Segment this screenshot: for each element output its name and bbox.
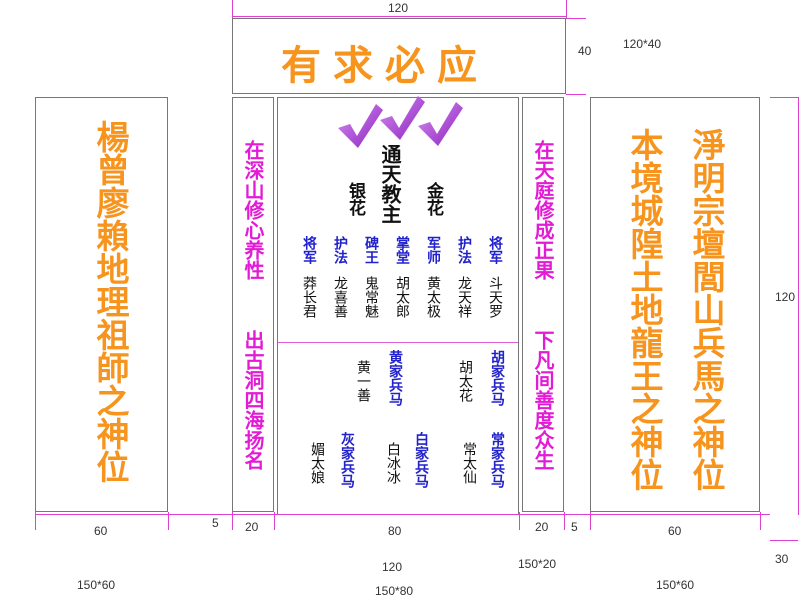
left-panel: 楊曾廖賴地理祖師之神位	[35, 97, 168, 512]
dim-right-width: 60	[668, 524, 682, 538]
upper-title: 掌堂	[394, 236, 410, 264]
center-right-of-main: 金花	[423, 182, 443, 216]
dim-left-width: 60	[94, 524, 108, 538]
dim-center-width: 80	[388, 524, 402, 538]
troop-label: 胡家兵马	[489, 350, 505, 406]
dim-couplet-size: 150*20	[518, 557, 557, 571]
troop-label: 白家兵马	[413, 432, 429, 488]
center-panel: 通天教主 银花 金花 将军莽长君护法龙喜善碑王鬼常魅掌堂胡太郎军师黄太极护法龙天…	[277, 97, 519, 515]
right-panel-col1: 淨明宗壇閭山兵馬之神位	[687, 128, 726, 491]
spirit-name: 黄一善	[355, 360, 371, 402]
dim-couplet-left-width: 20	[245, 520, 259, 534]
dim-tick	[566, 0, 567, 18]
dim-right-size: 150*60	[656, 578, 695, 592]
dim-couplet-right-width: 20	[535, 520, 549, 534]
dim-left-size: 150*60	[77, 578, 116, 592]
couplet-right-bottom: 下凡间善度众生	[531, 330, 555, 470]
dim-top-height: 40	[578, 44, 592, 58]
dim-line-right	[770, 97, 798, 98]
dim-top-width: 120	[388, 1, 409, 15]
dim-tick	[590, 512, 591, 530]
dim-right-bottom: 30	[775, 552, 789, 566]
dim-tick	[519, 512, 520, 530]
couplet-right-top: 在天庭修成正果	[531, 140, 555, 280]
upper-name: 龙喜善	[332, 276, 348, 318]
right-panel-col2: 本境城隍土地龍王之神位	[625, 128, 664, 491]
upper-name: 胡太郎	[394, 276, 410, 318]
upper-title: 将军	[301, 236, 317, 264]
dim-tick	[274, 512, 275, 530]
dim-tick	[760, 512, 761, 530]
center-divider	[278, 342, 518, 343]
troop-label: 黄家兵马	[387, 350, 403, 406]
dim-line-bottom	[35, 514, 770, 515]
dim-bottom-total: 120	[382, 560, 403, 574]
upper-name: 龙天祥	[456, 276, 472, 318]
dim-side-height: 120	[775, 290, 796, 304]
upper-title: 碑王	[363, 236, 379, 264]
couplet-left-top: 在深山修心养性	[241, 140, 265, 280]
dim-gap-left: 5	[212, 516, 219, 530]
left-panel-text: 楊曾廖賴地理祖師之神位	[91, 120, 130, 483]
upper-name: 黄太极	[425, 276, 441, 318]
dim-line-right-vert	[798, 97, 799, 515]
dim-line-right-bottom	[770, 540, 798, 541]
spirit-name: 常太仙	[461, 442, 477, 484]
upper-title: 护法	[456, 236, 472, 264]
spirit-name: 白冰冰	[385, 442, 401, 484]
dim-tick	[168, 512, 169, 530]
dim-tick	[232, 0, 233, 18]
dim-line-top-right	[566, 18, 586, 19]
dim-tick	[564, 512, 565, 530]
dim-line-title-bottom	[566, 94, 586, 95]
center-main: 通天教主	[378, 144, 402, 224]
upper-name: 莽长君	[301, 276, 317, 318]
spirit-name: 媚太娘	[309, 442, 325, 484]
upper-name: 斗天罗	[487, 276, 503, 318]
couplet-right: 在天庭修成正果 下凡间善度众生	[522, 97, 564, 512]
dim-top-size: 120*40	[623, 37, 662, 51]
couplet-left-bottom: 出古洞四海扬名	[241, 330, 265, 470]
troop-label: 常家兵马	[489, 432, 505, 488]
title-board: 有求必应	[232, 18, 566, 94]
dim-line-top	[232, 16, 566, 17]
upper-name: 鬼常魅	[363, 276, 379, 318]
spirit-name: 胡太花	[457, 360, 473, 402]
dim-tick	[232, 512, 233, 530]
upper-title: 将军	[487, 236, 503, 264]
center-left-of-main: 银花	[345, 182, 365, 216]
couplet-left: 在深山修心养性 出古洞四海扬名	[232, 97, 274, 512]
right-panel: 淨明宗壇閭山兵馬之神位 本境城隍土地龍王之神位	[590, 97, 760, 512]
dim-gap-right: 5	[571, 520, 578, 534]
troop-label: 灰家兵马	[339, 432, 355, 488]
title-text: 有求必应	[281, 42, 489, 89]
dim-tick	[35, 512, 36, 530]
dim-center-size: 150*80	[375, 584, 414, 598]
upper-title: 军师	[425, 236, 441, 264]
upper-title: 护法	[332, 236, 348, 264]
